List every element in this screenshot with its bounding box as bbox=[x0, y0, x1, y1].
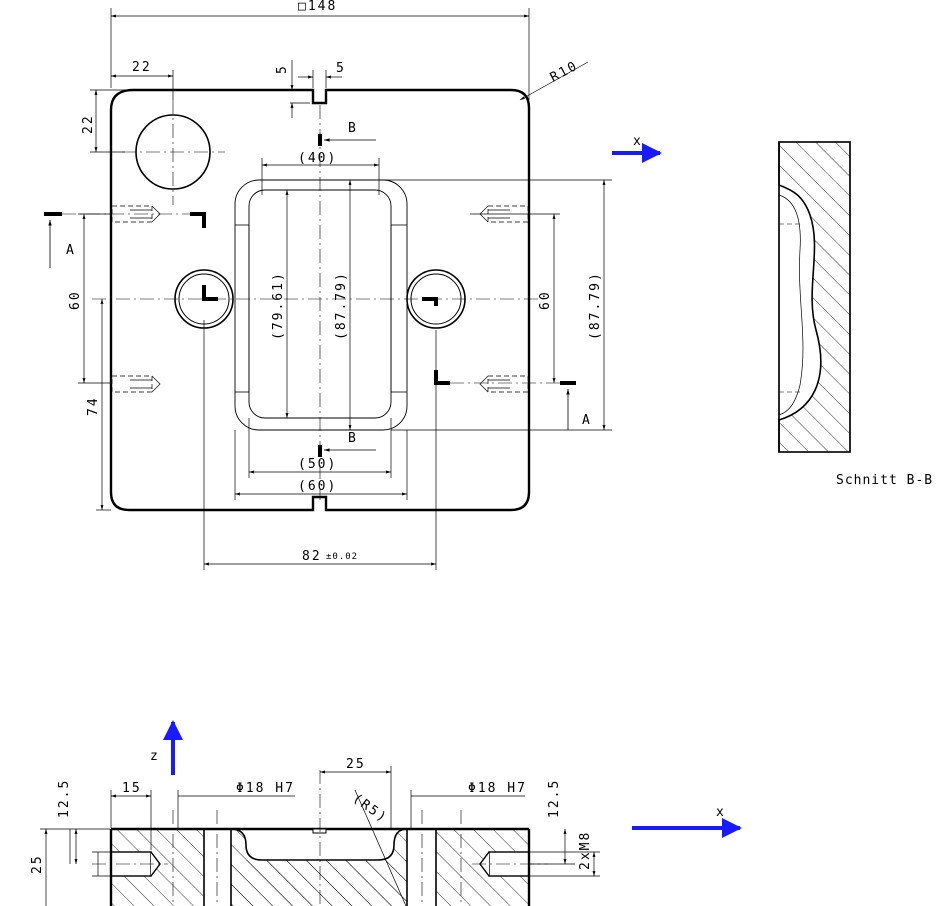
front-dim-12-5-right: 12.5 bbox=[547, 779, 562, 818]
dim-8779-inner: (87.79) bbox=[334, 271, 349, 340]
dim-82-tol: ±0.02 bbox=[326, 552, 358, 562]
dim-60-right: 60 bbox=[538, 290, 553, 310]
section-bb bbox=[778, 141, 851, 453]
front-dim-25: 25 bbox=[346, 757, 366, 772]
top-view-labels: □148 R10 22 22 5 5 (40) (50) (60) (79.61… bbox=[66, 0, 603, 564]
front-radius-r5: (R5) bbox=[350, 791, 391, 826]
front-thread: 2xM8 bbox=[578, 831, 593, 870]
section-a-left: A bbox=[66, 243, 75, 258]
x-axis-bottom-label: x bbox=[716, 805, 725, 820]
dim-22-left: 22 bbox=[81, 114, 96, 134]
dim-22-top: 22 bbox=[132, 60, 152, 75]
section-b-bottom: B bbox=[348, 431, 357, 446]
front-dim-12-5-left: 12.5 bbox=[57, 779, 72, 818]
x-axis-bottom: x bbox=[632, 805, 742, 838]
x-axis-top: x bbox=[612, 134, 662, 163]
section-b-top: B bbox=[348, 121, 357, 136]
z-axis: z bbox=[150, 720, 183, 775]
section-a-right: A bbox=[582, 413, 591, 428]
dim-60-pocket: (60) bbox=[298, 479, 337, 494]
pocket-outer bbox=[234, 179, 408, 431]
top-view bbox=[44, 8, 612, 570]
front-dim-25-left: 25 bbox=[30, 854, 45, 874]
front-bore-left: Φ18 H7 bbox=[236, 781, 295, 796]
dim-82: 82 bbox=[302, 549, 322, 564]
plate-outline bbox=[109, 88, 531, 512]
dim-50: (50) bbox=[298, 457, 337, 472]
dim-40: (40) bbox=[298, 151, 337, 166]
dim-7961: (79.61) bbox=[271, 271, 286, 340]
dim-74: 74 bbox=[86, 396, 101, 416]
section-bb-caption: Schnitt B-B bbox=[836, 473, 933, 488]
front-bore-right: Φ18 H7 bbox=[468, 781, 527, 796]
front-view bbox=[40, 766, 600, 906]
overall-dim: □148 bbox=[298, 0, 337, 14]
radius-dim: R10 bbox=[548, 58, 581, 85]
dim-60-left: 60 bbox=[68, 290, 83, 310]
dim-5a: 5 bbox=[275, 64, 290, 74]
front-dim-15: 15 bbox=[122, 781, 142, 796]
dim-5b: 5 bbox=[336, 61, 346, 76]
z-axis-label: z bbox=[150, 749, 159, 764]
x-axis-top-label: x bbox=[633, 134, 642, 149]
dim-8779-right: (87.79) bbox=[588, 271, 603, 340]
